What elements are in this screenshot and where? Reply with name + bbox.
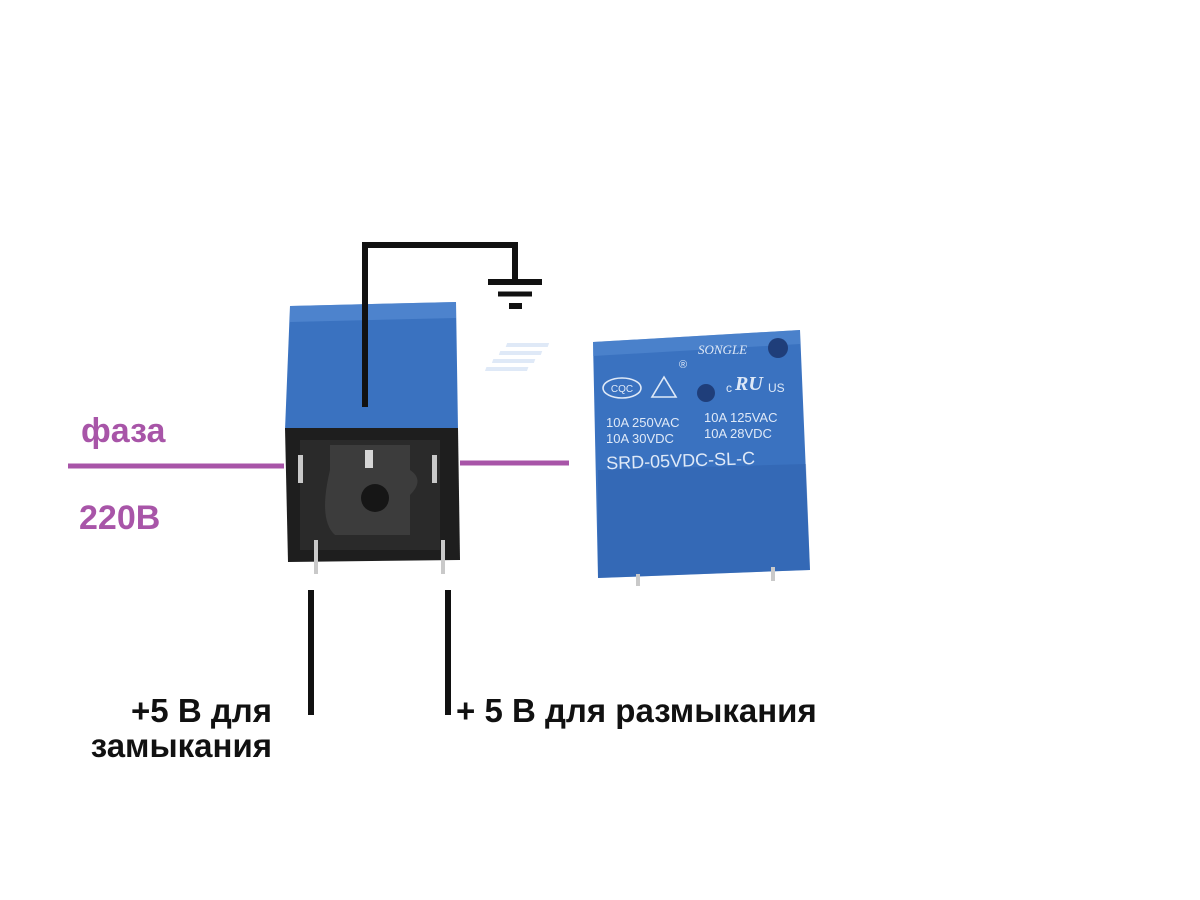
- relay-rating-dc-2: 10A 28VDC: [704, 426, 772, 441]
- cqc-mark-icon: [602, 377, 642, 399]
- songle-logo-icon: [484, 343, 550, 371]
- relay-cqc-text: CQC: [611, 384, 633, 395]
- relay-bottom-view: [285, 302, 460, 574]
- close-label-line2: замыкания: [90, 727, 272, 764]
- relay-top-face: [285, 302, 458, 430]
- close-label-line1: +5 В для: [131, 692, 272, 729]
- relay-front-view: ® SONGLE CQC c RU US 10A 250VAC 10A 125V…: [484, 330, 810, 586]
- phase-label: фаза: [81, 412, 166, 450]
- relay-pin-bottom-right: [441, 540, 445, 574]
- relay-rating-dc-1: 10A 30VDC: [606, 431, 674, 446]
- warning-triangle-icon: [650, 375, 678, 398]
- open-label: + 5 В для размыкания: [456, 692, 817, 729]
- relay-pin-right: [432, 455, 437, 483]
- relay-ul-mark: RU: [734, 373, 764, 395]
- relay-registered-mark: ®: [679, 359, 687, 371]
- voltage-label: 220В: [79, 499, 161, 537]
- relay-rating-ac-1: 10A 250VAC: [606, 415, 679, 430]
- relay-pin-left: [298, 455, 303, 483]
- relay-hole-top: [768, 338, 788, 358]
- relay-front-pin-right: [771, 567, 775, 581]
- relay-ul-c: c: [726, 381, 732, 395]
- ground-wire: [362, 242, 542, 407]
- relay-hole-mid: [697, 384, 715, 402]
- relay-front-body: [593, 330, 810, 578]
- relay-rating-ac-2: 10A 125VAC: [704, 410, 777, 425]
- relay-ul-us: US: [768, 381, 785, 395]
- relay-front-pin-left: [636, 574, 640, 586]
- relay-brand: SONGLE: [698, 342, 747, 357]
- relay-pin-center: [365, 450, 373, 468]
- relay-pin-bottom-left: [314, 540, 318, 574]
